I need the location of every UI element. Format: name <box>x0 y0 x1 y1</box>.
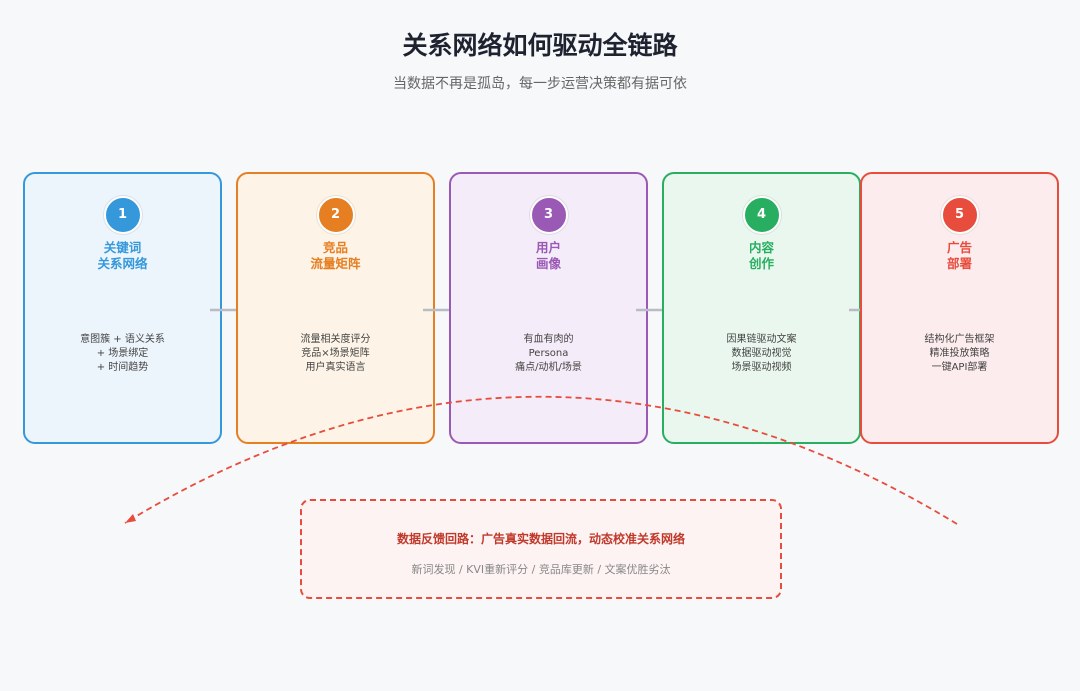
feedback-loop-box: 数据反馈回路：广告真实数据回流，动态校准关系网络 新词发现 / KVI重新评分 … <box>300 499 782 599</box>
step-number-badge: 1 <box>103 196 142 234</box>
step-description-line: 竞品×场景矩阵 <box>301 348 370 359</box>
step-title-line: 画像 <box>535 256 561 271</box>
step-description: 意图簇 + 语义关系 + 场景绑定 + 时间趋势 <box>25 333 220 375</box>
page-title: 关系网络如何驱动全链路 <box>402 31 678 60</box>
step-description-line: 用户真实语言 <box>305 362 366 373</box>
feedback-subtitle: 新词发现 / KVI重新评分 / 竞品库更新 / 文案优胜劣汰 <box>411 563 671 576</box>
step-card-3: 3 用户画像 有血有肉的 Persona 痛点/动机/场景 <box>449 172 648 444</box>
step-description-line: 流量相关度评分 <box>300 334 371 345</box>
step-title-line: 关键词 <box>103 240 142 255</box>
step-title: 广告部署 <box>862 240 1057 272</box>
step-title-line: 创作 <box>748 256 774 271</box>
step-description-line: 场景驱动视频 <box>731 362 792 373</box>
step-description-line: 精准投放策略 <box>929 348 990 359</box>
step-description-line: 有血有肉的 <box>523 334 574 345</box>
step-title-line: 关系网络 <box>97 256 148 271</box>
step-title-line: 竞品 <box>322 240 348 255</box>
step-title: 竞品流量矩阵 <box>238 240 433 272</box>
step-card-1: 1 关键词关系网络 意图簇 + 语义关系 + 场景绑定 + 时间趋势 <box>23 172 222 444</box>
step-title-line: 部署 <box>946 256 972 271</box>
step-number-badge: 3 <box>529 196 568 234</box>
step-description-line: Persona <box>528 348 569 359</box>
feedback-title: 数据反馈回路：广告真实数据回流，动态校准关系网络 <box>396 532 685 546</box>
step-card-4: 4 内容创作 因果链驱动文案数据驱动视觉场景驱动视频 <box>662 172 861 444</box>
step-description-line: 数据驱动视觉 <box>731 348 792 359</box>
step-description-line: 结构化广告框架 <box>924 334 995 345</box>
step-title-line: 流量矩阵 <box>310 256 361 271</box>
step-description: 流量相关度评分竞品×场景矩阵用户真实语言 <box>238 333 433 375</box>
step-title: 关键词关系网络 <box>25 240 220 272</box>
step-description: 因果链驱动文案数据驱动视觉场景驱动视频 <box>664 333 859 375</box>
step-title-line: 内容 <box>748 240 774 255</box>
step-description-line: 意图簇 + 语义关系 <box>80 334 165 345</box>
step-number-badge: 2 <box>316 196 355 234</box>
step-title-line: 用户 <box>535 240 561 255</box>
step-description-line: + 场景绑定 <box>96 348 149 359</box>
step-description-line: + 时间趋势 <box>96 362 149 373</box>
step-description: 有血有肉的 Persona 痛点/动机/场景 <box>451 333 646 375</box>
step-card-5: 5 广告部署 结构化广告框架精准投放策略一键API部署 <box>860 172 1059 444</box>
step-number-badge: 4 <box>742 196 781 234</box>
step-description-line: 一键API部署 <box>931 362 988 373</box>
step-description: 结构化广告框架精准投放策略一键API部署 <box>862 333 1057 375</box>
step-title: 用户画像 <box>451 240 646 272</box>
step-description-line: 因果链驱动文案 <box>726 334 797 345</box>
step-title-line: 广告 <box>946 240 972 255</box>
step-number-badge: 5 <box>940 196 979 234</box>
step-title: 内容创作 <box>664 240 859 272</box>
step-card-2: 2 竞品流量矩阵 流量相关度评分竞品×场景矩阵用户真实语言 <box>236 172 435 444</box>
step-description-line: 痛点/动机/场景 <box>515 362 582 373</box>
page-subtitle: 当数据不再是孤岛，每一步运营决策都有据可依 <box>393 76 687 92</box>
